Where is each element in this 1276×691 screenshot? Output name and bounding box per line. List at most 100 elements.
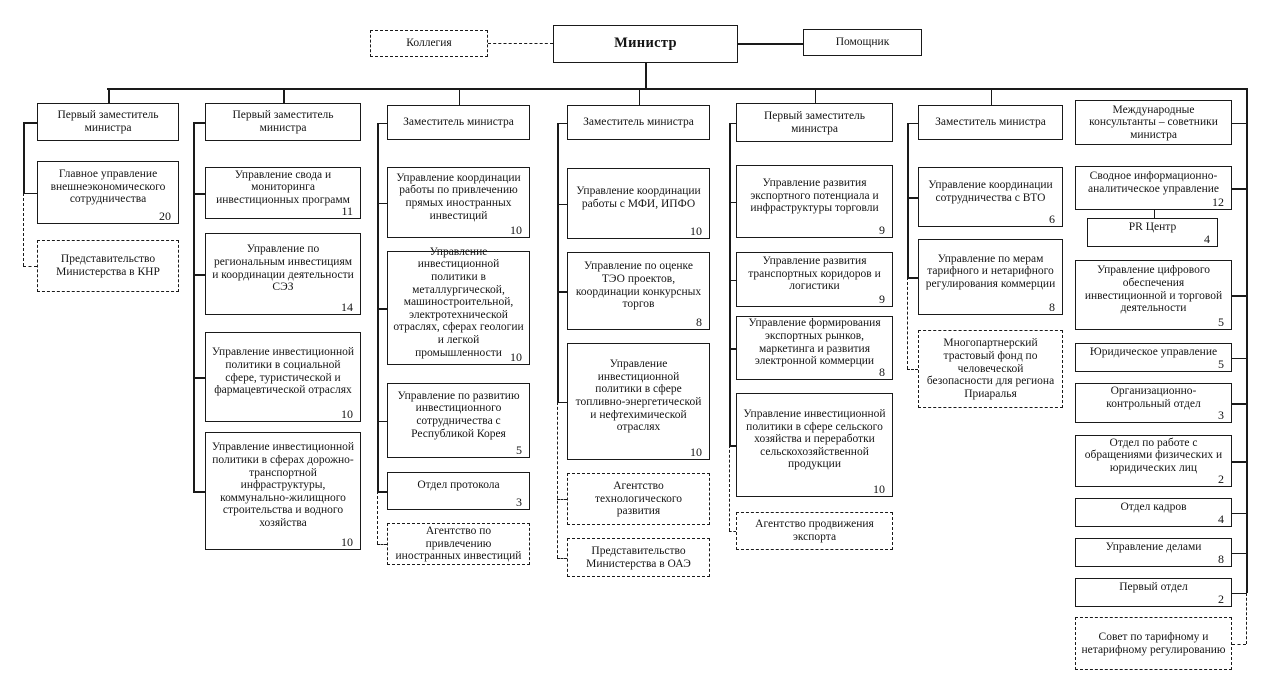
connector-line xyxy=(729,122,736,124)
connector-line xyxy=(729,531,736,532)
org-node: Управление формирования экспортных рынко… xyxy=(736,316,893,380)
connector-line xyxy=(557,499,567,500)
node-label: Управление формирования экспортных рынко… xyxy=(748,317,881,368)
org-node: Управление координации сотрудничества с … xyxy=(918,167,1063,227)
org-node: Управление по региональным инвестициям и… xyxy=(205,233,361,315)
connector-line xyxy=(557,557,567,559)
org-node: Управление инвестиционной политики в соц… xyxy=(205,332,361,422)
staff-count: 2 xyxy=(1218,471,1224,486)
node-label: Управление инвестиционной политики в сфе… xyxy=(575,358,702,434)
node-label: Управление развития транспортных коридор… xyxy=(748,255,881,293)
org-node-dashed: Совет по тарифному и нетарифному регулир… xyxy=(1075,617,1232,670)
org-node: Управление свода и мониторинга инвестици… xyxy=(205,167,361,219)
minister-box: Министр xyxy=(553,25,738,63)
node-label: Представительство Министерства в КНР xyxy=(56,253,160,278)
org-node-dashed: Агентство продвижения экспорта xyxy=(736,512,893,550)
node-label: Управление по оценке ТЭО проектов, коорд… xyxy=(575,260,702,311)
connector-line xyxy=(377,308,387,310)
org-node: Управление по оценке ТЭО проектов, коорд… xyxy=(567,252,710,330)
connector-line xyxy=(1153,210,1155,218)
column-header: Международные консультанты – советники м… xyxy=(1075,100,1232,145)
staff-count: 11 xyxy=(341,203,353,218)
staff-count: 2 xyxy=(1218,591,1224,606)
node-label: Управление по региональным инвестициям и… xyxy=(212,243,354,294)
connector-line xyxy=(23,192,37,194)
connector-line xyxy=(729,201,736,203)
connector-line xyxy=(23,266,37,267)
staff-count: 10 xyxy=(510,222,522,237)
connector-line xyxy=(1232,122,1246,124)
connector-line xyxy=(1246,88,1248,593)
connector-line xyxy=(107,88,1246,90)
connector-line xyxy=(377,202,387,204)
node-label: Министр xyxy=(614,35,677,52)
node-label: Представительство Министерства в ОАЭ xyxy=(586,544,691,570)
node-label: Управление инвестиционной политики в сфе… xyxy=(743,407,886,471)
node-label: Организационно-контрольный отдел xyxy=(1106,384,1201,410)
staff-count: 10 xyxy=(690,223,702,238)
assistant-box: Помощник xyxy=(803,29,922,56)
org-node: Управление развития экспортного потенциа… xyxy=(736,165,893,238)
staff-count: 8 xyxy=(696,314,702,329)
connector-line xyxy=(729,348,736,350)
node-label: Коллегия xyxy=(406,37,452,50)
connector-line xyxy=(1232,357,1246,359)
connector-line xyxy=(193,491,205,493)
connector-line xyxy=(907,122,909,277)
org-node: Главное управление внешнеэкономического … xyxy=(37,161,179,224)
connector-line xyxy=(458,88,460,105)
connector-line xyxy=(377,122,387,124)
node-label: Агентство продвижения экспорта xyxy=(755,518,874,543)
node-label: Международные консультанты – советники м… xyxy=(1089,103,1218,141)
connector-line xyxy=(814,88,816,103)
node-label: Отдел протокола xyxy=(417,479,500,492)
connector-line xyxy=(23,122,37,124)
connector-line xyxy=(907,197,918,199)
node-label: Управление делами xyxy=(1105,540,1202,553)
staff-count: 8 xyxy=(879,364,885,379)
connector-line xyxy=(23,192,24,266)
staff-count: 14 xyxy=(341,299,353,314)
connector-line xyxy=(907,369,918,370)
org-node: Управление развития транспортных коридор… xyxy=(736,252,893,307)
column-header: Первый заместитель министра xyxy=(205,103,361,141)
staff-count: 5 xyxy=(1218,356,1224,371)
connector-line xyxy=(377,544,387,545)
connector-line xyxy=(193,122,195,491)
node-label: Помощник xyxy=(835,36,890,49)
node-label: Первый заместитель министра xyxy=(232,109,334,134)
node-label: Агентство технологического развития xyxy=(594,480,683,518)
connector-line xyxy=(193,274,205,276)
connector-line xyxy=(377,420,387,422)
connector-line xyxy=(729,122,731,445)
connector-line xyxy=(645,63,647,88)
org-node-dashed: Многопартнерский трастовый фонд по челов… xyxy=(918,330,1063,408)
connector-line xyxy=(377,491,387,493)
staff-count: 10 xyxy=(510,349,522,364)
connector-line xyxy=(1246,592,1247,644)
node-label: Первый заместитель министра xyxy=(57,109,159,134)
node-label: Отдел по работе с обращениями физических… xyxy=(1084,436,1223,474)
org-node-dashed: Представительство Министерства в ОАЭ xyxy=(567,538,710,577)
staff-count: 5 xyxy=(1218,314,1224,329)
connector-line xyxy=(1232,643,1246,645)
node-label: Многопартнерский трастовый фонд по челов… xyxy=(926,337,1055,400)
node-label: Управление инвестиционной политики в соц… xyxy=(211,346,355,397)
staff-count: 6 xyxy=(1049,211,1055,226)
connector-line xyxy=(729,279,736,281)
org-node: Управление инвестиционной политики в сфе… xyxy=(736,393,893,497)
staff-count: 9 xyxy=(879,222,885,237)
staff-count: 20 xyxy=(159,208,171,223)
column-header: Заместитель министра xyxy=(918,105,1063,140)
node-label: PR Центр xyxy=(1128,220,1177,233)
connector-line xyxy=(1232,592,1246,594)
staff-count: 3 xyxy=(516,494,522,509)
org-node: Отдел по работе с обращениями физических… xyxy=(1075,435,1232,487)
org-node: Сводное информационно-аналитическое упра… xyxy=(1075,166,1232,210)
node-label: Заместитель министра xyxy=(403,116,514,129)
connector-line xyxy=(1232,403,1246,405)
